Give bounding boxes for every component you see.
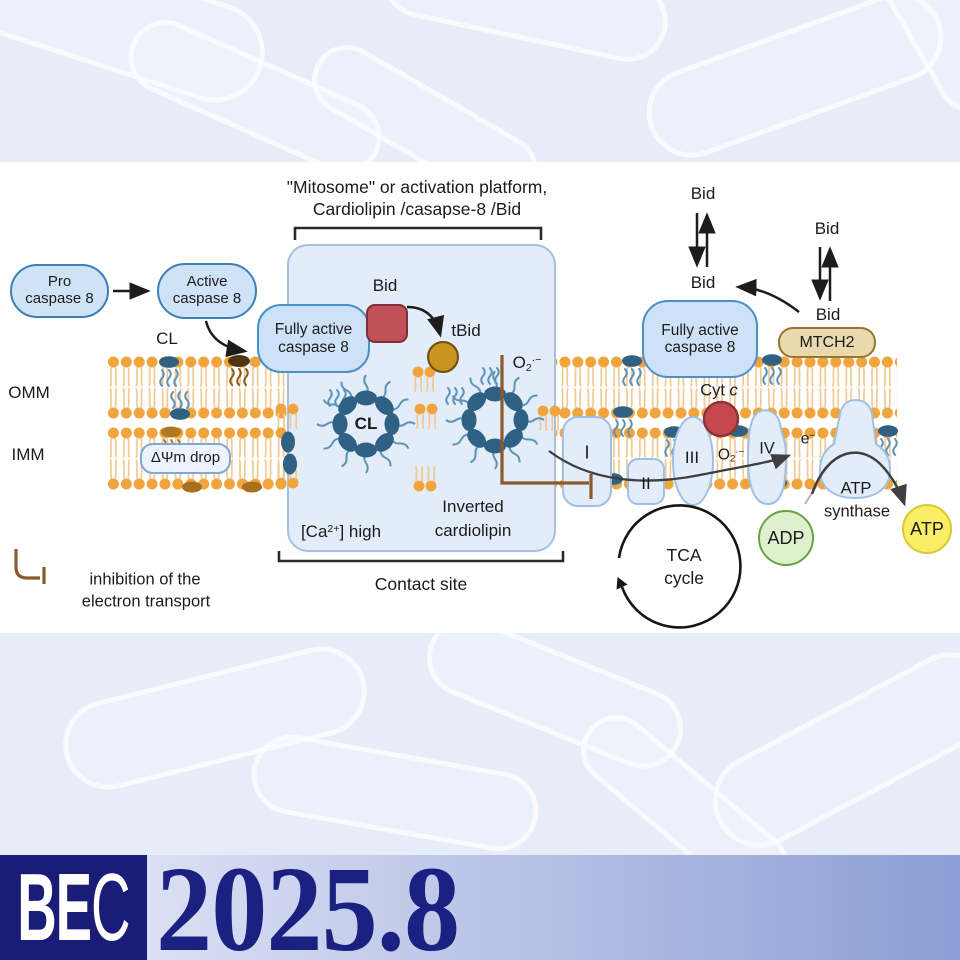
pro-caspase8-line2: caspase 8 bbox=[25, 290, 94, 307]
contact-site-bracket bbox=[277, 551, 565, 563]
tca-cycle-circle bbox=[616, 504, 742, 629]
inverted-cardiolipin-line2: cardiolipin bbox=[434, 521, 512, 541]
fully-active-right-line2: caspase 8 bbox=[664, 339, 736, 356]
arrows bbox=[113, 212, 839, 357]
complex-i-label: I bbox=[584, 442, 590, 463]
electron-label: e− bbox=[800, 430, 816, 448]
bid-cytosol-label-1: Bid bbox=[690, 184, 716, 204]
adp-circle: ADP bbox=[758, 510, 814, 566]
mitosome-contents bbox=[274, 341, 562, 493]
inhibition-lines bbox=[14, 355, 593, 584]
complex-iv-shape bbox=[746, 409, 788, 506]
bec-logo-bold: BE bbox=[17, 855, 92, 960]
footer-bar: BE C 2025.8 bbox=[0, 841, 960, 960]
inverted-cardiolipin-line1: Inverted bbox=[442, 497, 504, 517]
atp-label: ATP bbox=[910, 518, 944, 539]
bid-mitosome-label: Bid bbox=[372, 276, 398, 296]
tca-label-1: TCA bbox=[666, 544, 702, 565]
cytc-circle bbox=[702, 400, 740, 438]
fully-active-left-line2: caspase 8 bbox=[278, 338, 349, 356]
pro-caspase8-node: Pro caspase 8 bbox=[10, 264, 109, 318]
active-caspase8-line1: Active bbox=[186, 273, 228, 291]
complex-iii-label: III bbox=[684, 448, 700, 468]
complex-iii-shape bbox=[672, 416, 714, 506]
watermark-band-top bbox=[0, 0, 960, 162]
bid-square bbox=[366, 304, 408, 343]
fully-active-right-line1: Fully active bbox=[661, 321, 739, 339]
bid-cytosol-label-4: Bid bbox=[815, 305, 841, 325]
atp-synthase-label-1: ATP bbox=[840, 479, 872, 498]
complex-iv-label: IV bbox=[759, 439, 775, 458]
adp-label: ADP bbox=[767, 527, 805, 548]
cytc-label: Cyt c bbox=[700, 381, 738, 400]
pro-caspase8-line1: Pro bbox=[47, 273, 72, 291]
bec-logo-light: C bbox=[91, 855, 131, 960]
tbid-label: tBid bbox=[451, 321, 481, 341]
active-to-fully-arrow bbox=[204, 320, 248, 357]
active-caspase8-node: Active caspase 8 bbox=[157, 263, 257, 319]
atp-circle: ATP bbox=[902, 504, 952, 554]
tca-label-2: cycle bbox=[664, 567, 704, 588]
bid-to-tbid-arrow bbox=[406, 305, 445, 338]
cl-ring-label: CL bbox=[354, 414, 378, 434]
fully-active-caspase8-right-node: Fully active caspase 8 bbox=[642, 300, 758, 378]
electron-flow-arrow bbox=[548, 450, 792, 482]
mtch2-label: MTCH2 bbox=[799, 333, 855, 351]
ca-high-label: [Ca2+] high bbox=[300, 522, 382, 542]
superoxide-label-2: O2·− bbox=[717, 446, 745, 465]
atp-output-arrow bbox=[810, 451, 907, 507]
complex-ii-label: II bbox=[641, 474, 651, 494]
cl-label: CL bbox=[156, 329, 178, 349]
etc-complexes bbox=[562, 398, 892, 507]
activation-platform-bracket bbox=[293, 226, 543, 240]
active-caspase8-line2: caspase 8 bbox=[172, 290, 242, 307]
atp-synthase-label-2: synthase bbox=[823, 502, 891, 521]
atp-synthase-shape bbox=[818, 398, 892, 500]
fully-active-caspase8-left-node: Fully active caspase 8 bbox=[257, 304, 370, 373]
imm-label: IMM bbox=[11, 445, 45, 465]
title-line1: "Mitosome" or activation platform, bbox=[286, 176, 548, 197]
fully-active-left-line1: Fully active bbox=[274, 321, 353, 339]
issue-number: 2025.8 bbox=[156, 841, 460, 960]
superoxide-label-1: O2·− bbox=[512, 353, 542, 374]
mtch2-node: MTCH2 bbox=[778, 327, 876, 358]
title-line2: Cardiolipin /casapse-8 /Bid bbox=[312, 198, 522, 219]
omm-label: OMM bbox=[8, 383, 50, 403]
bec-logo: BE C bbox=[17, 855, 131, 960]
psi-drop-label: ΔΨm drop bbox=[150, 449, 221, 467]
legend-line1: inhibition of the bbox=[89, 570, 201, 589]
bid-transfer-arrow bbox=[735, 278, 800, 313]
psi-drop-node: ΔΨm drop bbox=[140, 443, 231, 474]
bid-cytosol-label-2: Bid bbox=[690, 273, 716, 293]
bec-logo-box: BE C bbox=[0, 855, 147, 960]
legend-inhibition-symbol bbox=[14, 549, 40, 580]
superoxide-inhibition-line bbox=[500, 355, 589, 485]
bid-cytosol-label-3: Bid bbox=[814, 219, 840, 239]
contact-site-label: Contact site bbox=[374, 573, 468, 594]
tbid-circle bbox=[427, 341, 459, 373]
legend-line2: electron transport bbox=[81, 592, 211, 611]
watermark-band-middle bbox=[0, 633, 960, 855]
